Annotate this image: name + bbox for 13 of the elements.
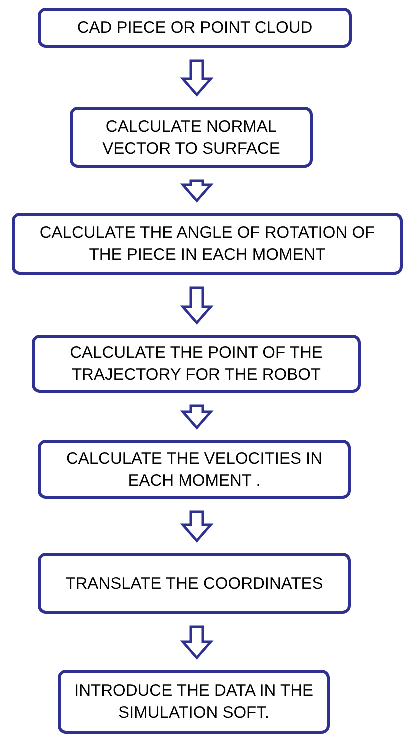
process-box: CAD PIECE OR POINT CLOUD bbox=[38, 8, 352, 48]
block-arrow bbox=[180, 286, 214, 325]
block-arrow bbox=[180, 60, 214, 97]
block-arrow bbox=[180, 180, 214, 203]
process-box: CALCULATE THE ANGLE OF ROTATION OF THE PIECE IN EACH MOMENT bbox=[12, 213, 403, 275]
process-box: CALCULATE NORMAL VECTOR TO SURFACE bbox=[70, 107, 313, 168]
block-arrow bbox=[180, 510, 214, 543]
process-box: CALCULATE THE POINT OF THE TRAJECTORY FOR THE ROBOT bbox=[32, 335, 361, 393]
block-arrow bbox=[180, 404, 214, 430]
process-box: INTRODUCE THE DATA IN THE SIMULATION SOFT. bbox=[58, 670, 330, 734]
process-box: CALCULATE THE VELOCITIES IN EACH MOMENT . bbox=[38, 440, 351, 499]
block-arrow bbox=[180, 626, 214, 660]
process-box: TRANSLATE THE COORDINATES bbox=[38, 553, 351, 614]
